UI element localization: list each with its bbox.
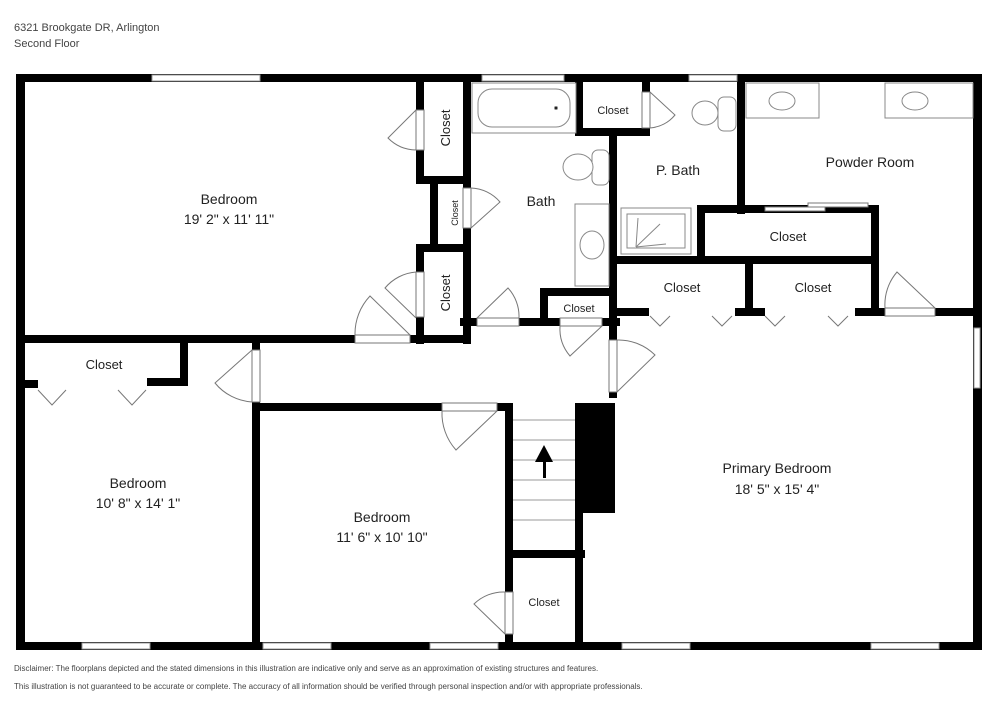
sink-2 [884, 82, 974, 119]
bedroom3-dims: 11' 6" x 10' 10" [336, 529, 427, 545]
closet-label: Closet [450, 200, 460, 226]
closet-label: Closet [770, 229, 807, 244]
property-address: 6321 Brookgate DR, Arlington [14, 22, 160, 34]
primary-bedroom-name: Primary Bedroom [723, 460, 832, 476]
closet-label: Closet [438, 109, 453, 146]
bedroom2-dims: 10' 8" x 14' 1" [96, 495, 181, 511]
primary-bedroom-dims: 18' 5" x 15' 4" [735, 481, 820, 497]
closet-label: Closet [664, 280, 701, 295]
closet-label: Closet [528, 597, 559, 609]
fixtures [471, 82, 974, 521]
powder-room-name: Powder Room [826, 154, 915, 170]
doors [37, 91, 936, 635]
bedroom3-name: Bedroom [354, 509, 411, 525]
closet-label: Closet [563, 303, 594, 315]
bedroom2-name: Bedroom [110, 475, 167, 491]
closet-label: Closet [86, 357, 123, 372]
disclaimer-line-1: Disclaimer: The floorplans depicted and … [14, 664, 599, 673]
pbath-name: P. Bath [656, 162, 700, 178]
bedroom1-dims: 19' 2" x 11' 11" [184, 211, 274, 227]
closet-label: Closet [438, 274, 453, 311]
toilet [591, 149, 610, 186]
bath-name: Bath [527, 193, 556, 209]
closet-label: Closet [795, 280, 832, 295]
windows [81, 74, 981, 650]
bedroom1-name: Bedroom [201, 191, 258, 207]
disclaimer-line-2: This illustration is not guaranteed to b… [14, 682, 643, 691]
stair-arrow-icon [535, 445, 553, 478]
closet-label: Closet [597, 105, 628, 117]
floor-label: Second Floor [14, 38, 80, 50]
